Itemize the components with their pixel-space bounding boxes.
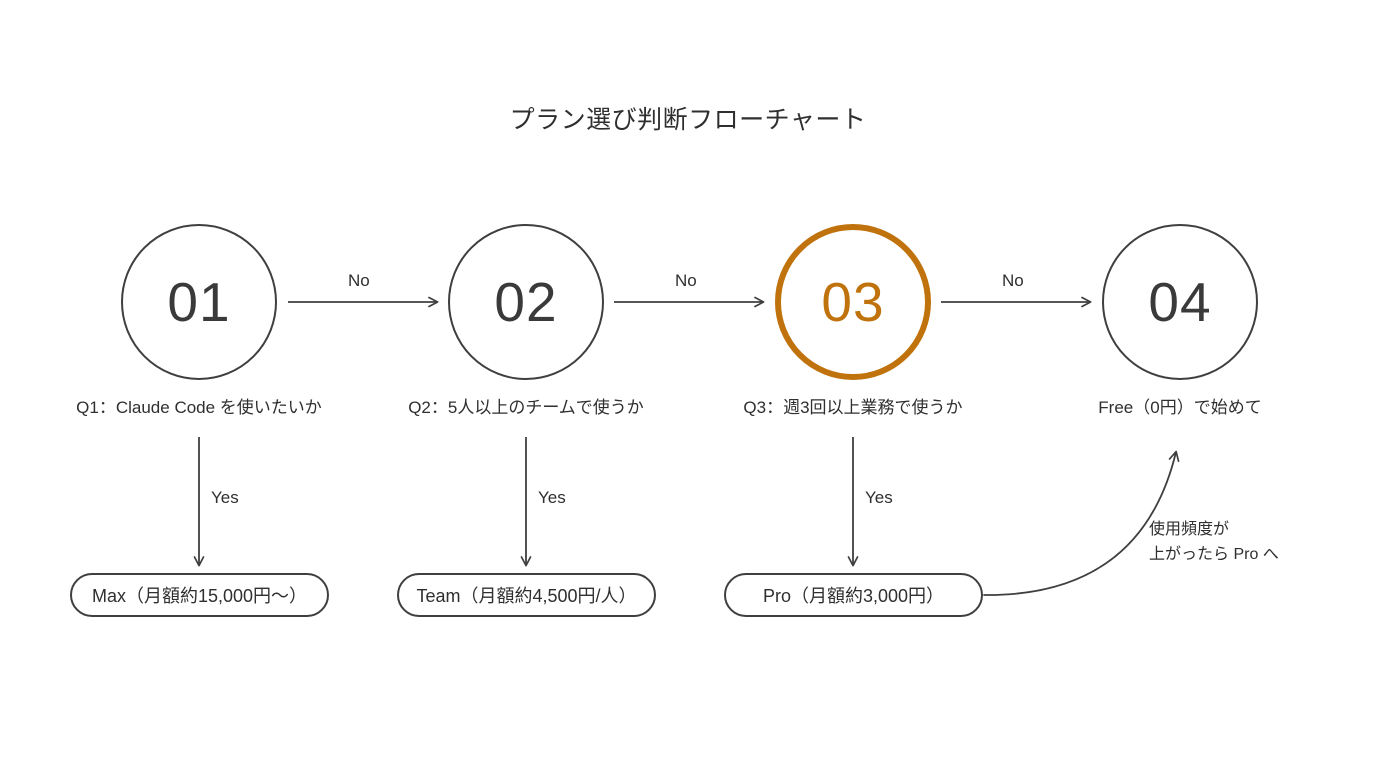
outcome-pill-team[interactable]: Team（月額約4,500円/人） (397, 573, 656, 617)
upgrade-note-line-1: 使用頻度が (1149, 521, 1230, 538)
step-number: 02 (494, 270, 558, 333)
edge-label-yes-3: Yes (865, 488, 893, 507)
step-caption-04: Free（0円）で始めて (1098, 398, 1262, 417)
step-number: 01 (167, 270, 231, 333)
step-number: 04 (1148, 270, 1212, 333)
edge-label-yes-1: Yes (211, 488, 239, 507)
edge-label-no-2: No (675, 271, 697, 290)
step-number: 03 (821, 270, 885, 333)
outcome-pill-max[interactable]: Max（月額約15,000円〜） (70, 573, 329, 617)
outcome-label: Pro（月額約3,000円） (762, 586, 945, 606)
outcome-label: Team（月額約4,500円/人） (416, 586, 637, 606)
step-caption-02: Q2：5人以上のチームで使うか (408, 398, 644, 417)
outcome-pill-pro[interactable]: Pro（月額約3,000円） (724, 573, 983, 617)
step-caption-01: Q1：Claude Code を使いたいか (76, 398, 322, 417)
step-node-02[interactable]: 02 (448, 224, 604, 380)
step-node-04[interactable]: 04 (1102, 224, 1258, 380)
edge-label-no-3: No (1002, 271, 1024, 290)
step-caption-03: Q3：週3回以上業務で使うか (743, 398, 963, 417)
edge-label-yes-2: Yes (538, 488, 566, 507)
step-node-03[interactable]: 03 (775, 224, 931, 380)
edge-label-no-1: No (348, 271, 370, 290)
step-node-01[interactable]: 01 (121, 224, 277, 380)
upgrade-note: 使用頻度が 上がったら Pro へ (1149, 518, 1279, 568)
arrow-upgrade-curve (983, 450, 1180, 596)
upgrade-note-line-2: 上がったら Pro へ (1149, 545, 1279, 563)
outcome-label: Max（月額約15,000円〜） (91, 586, 308, 606)
page-title: プラン選び判断フローチャート (509, 106, 867, 134)
